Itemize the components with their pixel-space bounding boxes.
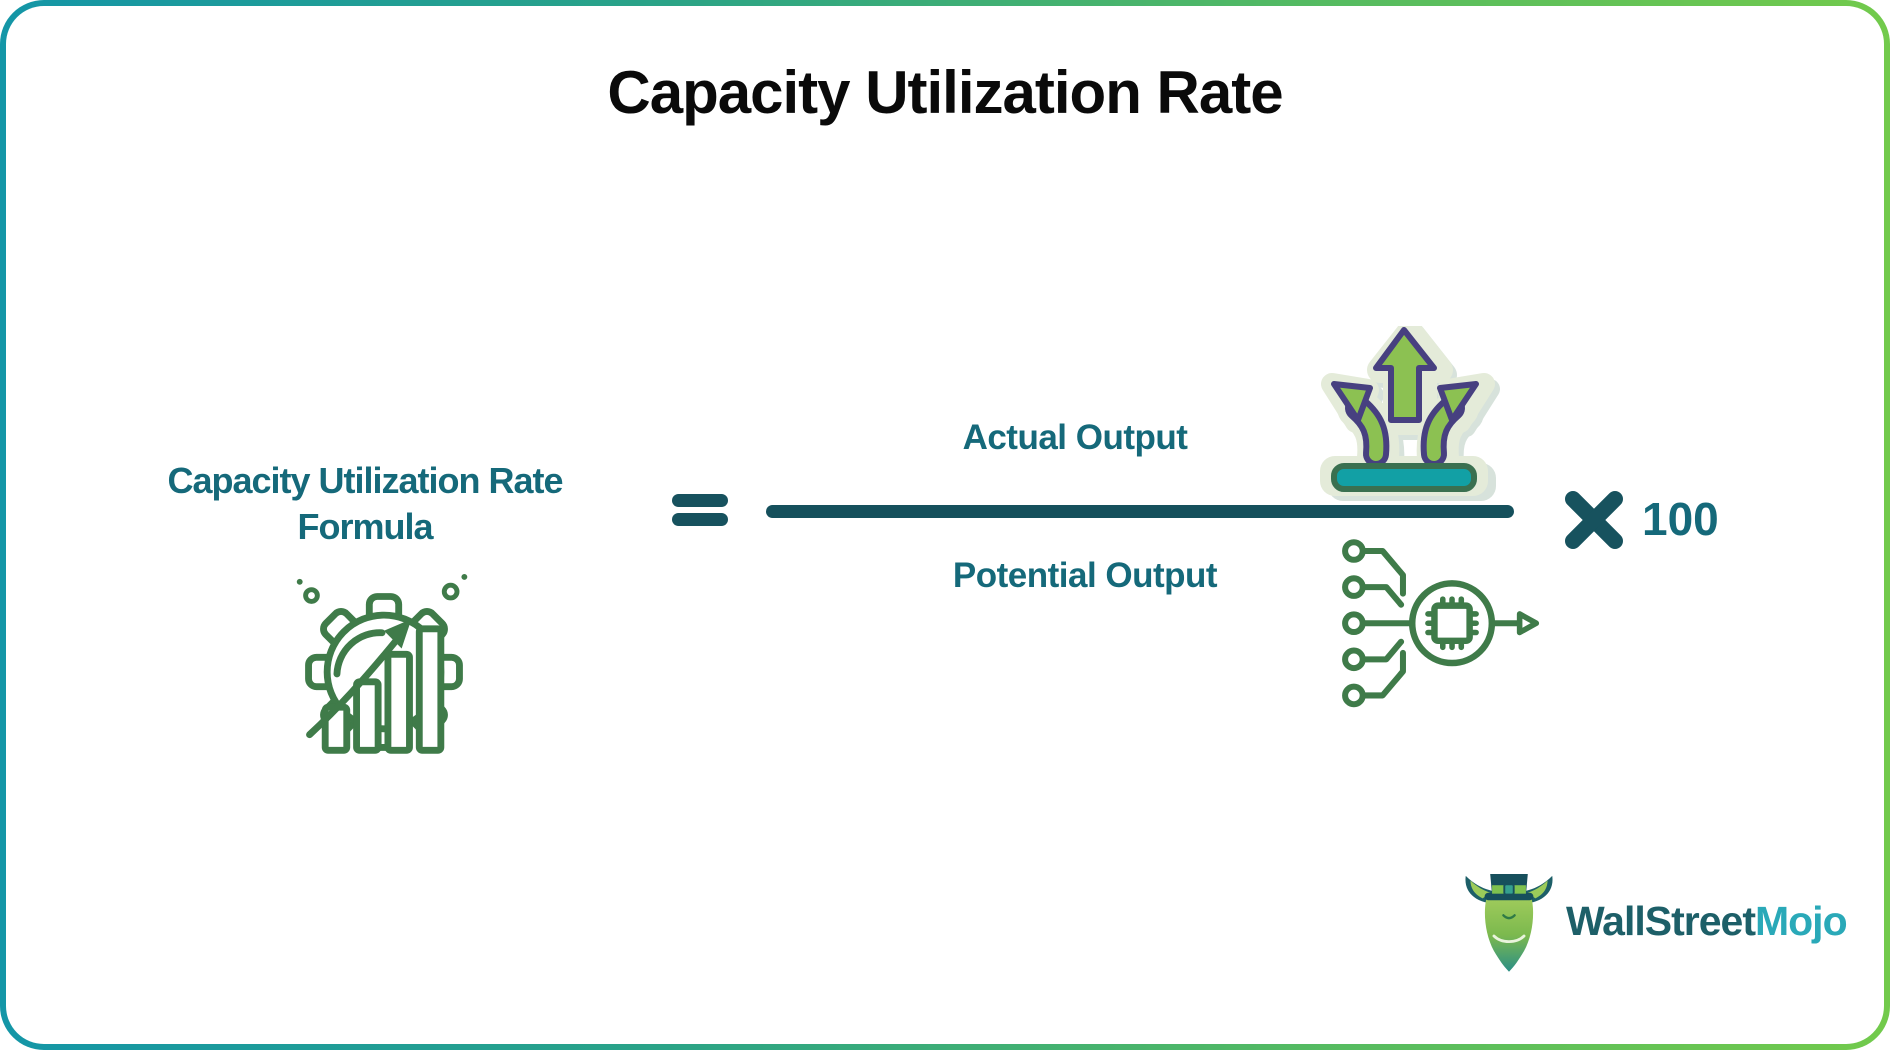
wallstreetmojo-logo: WallStreetMojo: [1462, 866, 1882, 976]
logo-text-mojo: Mojo: [1754, 898, 1848, 944]
page-title: Capacity Utilization Rate: [607, 59, 1283, 126]
processing-chip-icon: [1340, 536, 1540, 716]
formula-name-label: Capacity Utilization Rate Formula: [120, 458, 610, 550]
multiplier-value: 100: [1642, 493, 1719, 545]
denominator-label: Potential Output: [952, 556, 1218, 595]
bull-mascot-icon: [1462, 866, 1556, 974]
output-arrows-icon: [1318, 326, 1510, 502]
gear-growth-bars-icon: [286, 570, 482, 770]
multiply-sign: [1562, 488, 1626, 552]
logo-text-wallstreet: WallStreet: [1566, 898, 1756, 944]
logo-wordmark: WallStreetMojo: [1566, 898, 1848, 945]
formula-name-line2: Formula: [297, 506, 433, 548]
equals-sign: [672, 494, 728, 526]
formula-name-line1: Capacity Utilization Rate: [167, 460, 563, 501]
numerator-label: Actual Output: [962, 418, 1188, 457]
canvas: [6, 6, 1884, 1044]
fraction-line: [766, 505, 1514, 518]
